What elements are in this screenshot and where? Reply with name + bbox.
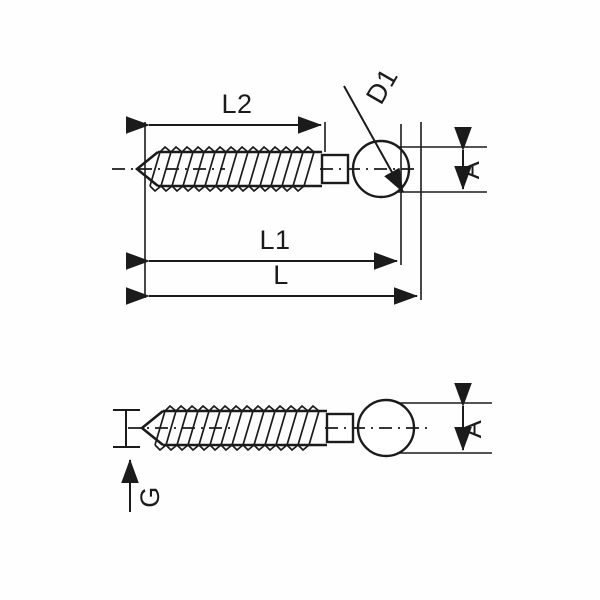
a-dimension-top: A bbox=[454, 127, 485, 190]
l1-dimension: L1 bbox=[126, 160, 402, 298]
l2-dimension: L2 bbox=[126, 89, 326, 160]
l-label: L bbox=[273, 260, 289, 290]
l-dimension: L bbox=[126, 260, 418, 305]
a-extension-lines-top bbox=[398, 122, 487, 300]
l1-label: L1 bbox=[259, 225, 290, 255]
threaded-shank-bottom bbox=[139, 404, 327, 452]
a-label-top: A bbox=[455, 161, 485, 180]
d1-label: D1 bbox=[360, 63, 404, 109]
a-label-bottom: A bbox=[457, 420, 487, 439]
threaded-shank-top bbox=[134, 145, 322, 193]
bottom-view-group: G bbox=[113, 383, 492, 512]
top-view-group: D1 A L2 bbox=[112, 63, 487, 305]
l2-label: L2 bbox=[221, 89, 252, 119]
g-dimension: G bbox=[121, 459, 165, 512]
a-dimension-bottom: A bbox=[454, 383, 487, 451]
g-label: G bbox=[135, 486, 165, 508]
a-extension-lines-bottom bbox=[397, 402, 492, 454]
g-gauge-bracket bbox=[113, 409, 140, 448]
